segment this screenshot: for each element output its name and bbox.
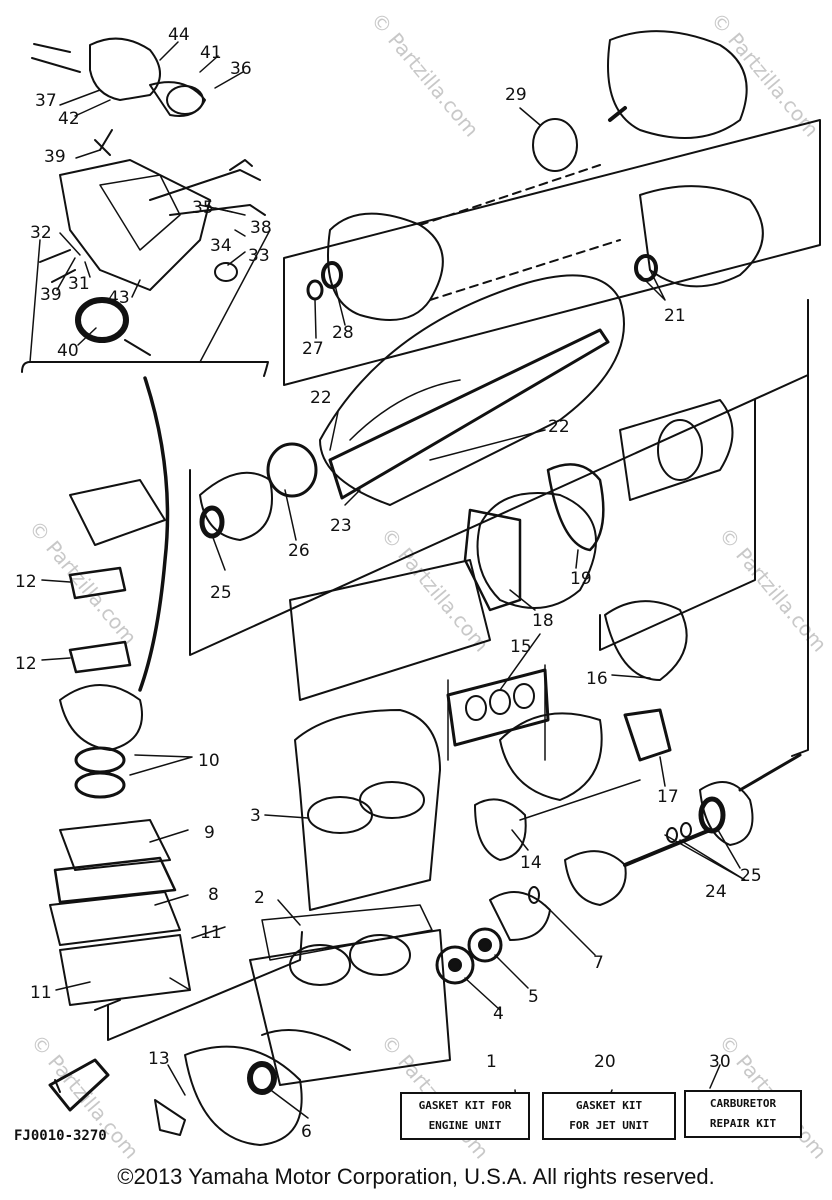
carb-kit-line2: REPAIR KIT [709, 1117, 777, 1130]
callout-38: 38 [250, 218, 272, 238]
jet-pump-upper [306, 30, 764, 321]
callout-9: 9 [204, 823, 215, 843]
callout-20: 20 [594, 1052, 616, 1072]
callout-18: 18 [532, 611, 554, 631]
jet-kit-line2: FOR JET UNIT [569, 1119, 649, 1132]
callout-3: 3 [250, 806, 261, 826]
callout-21: 21 [664, 306, 686, 326]
leader-lines [41, 41, 746, 1119]
callout-11a: 11 [200, 923, 222, 943]
exploded-parts-diagram: © Partzilla.com © Partzilla.com © Partzi… [15, 8, 832, 1160]
callout-32: 32 [30, 223, 52, 243]
callout-24: 24 [705, 882, 727, 902]
callout-11b: 11 [30, 983, 52, 1003]
carburetor-repair-kit-box: CARBURETOR REPAIR KIT [684, 1090, 802, 1138]
callout-8: 8 [208, 885, 219, 905]
magneto-cover [48, 1045, 303, 1146]
engine-gasket-kit-box: GASKET KIT FOR ENGINE UNIT [400, 1092, 530, 1140]
jet-gasket-kit-box: GASKET KIT FOR JET UNIT [542, 1092, 676, 1140]
callout-29: 29 [505, 85, 527, 105]
jet-kit-line1: GASKET KIT [575, 1099, 643, 1112]
engine-kit-line1: GASKET KIT FOR [418, 1099, 512, 1112]
watermark: © Partzilla.com [376, 523, 494, 657]
callout-22a: 22 [310, 388, 332, 408]
callout-6: 6 [301, 1122, 312, 1142]
intake-frame [107, 931, 303, 1041]
manifold-gasket [446, 664, 672, 801]
callout-28: 28 [332, 323, 354, 343]
callout-40: 40 [57, 341, 79, 361]
callout-17: 17 [657, 787, 679, 807]
callout-27: 27 [302, 339, 324, 359]
callout-23: 23 [330, 516, 352, 536]
callout-42: 42 [58, 109, 80, 129]
callout-22b: 22 [548, 417, 570, 437]
callout-25a: 25 [210, 583, 232, 603]
watermark-layer: © Partzilla.com © Partzilla.com © Partzi… [24, 8, 832, 1160]
callout-39a: 39 [44, 147, 66, 167]
impeller-housing [463, 399, 734, 681]
callout-16: 16 [586, 669, 608, 689]
jet-unit-frame [189, 119, 821, 757]
callout-33: 33 [248, 246, 270, 266]
callout-19: 19 [570, 569, 592, 589]
watermark: © Partzilla.com [366, 8, 484, 142]
callout-12a: 12 [15, 572, 37, 592]
callout-7: 7 [593, 953, 604, 973]
callout-13: 13 [148, 1049, 170, 1069]
callout-37: 37 [35, 91, 57, 111]
engine-kit-line2: ENGINE UNIT [428, 1119, 502, 1132]
callout-12b: 12 [15, 654, 37, 674]
callout-30: 30 [709, 1052, 731, 1072]
callout-44: 44 [168, 25, 190, 45]
diagram-code: FJ0010-3270 [14, 1128, 107, 1144]
engine-block [249, 559, 491, 1086]
callout-15: 15 [510, 637, 532, 657]
callout-34: 34 [210, 236, 232, 256]
callout-1: 1 [486, 1052, 497, 1072]
callout-41: 41 [200, 43, 222, 63]
callout-4: 4 [493, 1004, 504, 1024]
carb-kit-line1: CARBURETOR [709, 1097, 777, 1110]
callout-14: 14 [520, 853, 542, 873]
callout-25b: 25 [740, 866, 762, 886]
callout-2: 2 [254, 888, 265, 908]
nozzle-assembly [199, 274, 625, 541]
copyright-notice: ©2013 Yamaha Motor Corporation, U.S.A. A… [117, 1164, 715, 1189]
carburetor-inset [21, 37, 271, 377]
callout-43: 43 [108, 288, 130, 308]
fwd-arrow-icon [48, 1058, 110, 1112]
callout-36: 36 [230, 59, 252, 79]
hose-line [138, 376, 170, 692]
callout-35: 35 [192, 198, 214, 218]
watermark: © Partzilla.com [706, 8, 824, 142]
callout-labels: 1 2 3 4 5 6 7 8 9 10 11 11 12 12 13 14 1… [15, 25, 762, 1142]
callout-5: 5 [528, 987, 539, 1007]
callout-26: 26 [288, 541, 310, 561]
callout-10: 10 [198, 751, 220, 771]
callout-31: 31 [68, 274, 90, 294]
callout-39b: 39 [40, 285, 62, 305]
